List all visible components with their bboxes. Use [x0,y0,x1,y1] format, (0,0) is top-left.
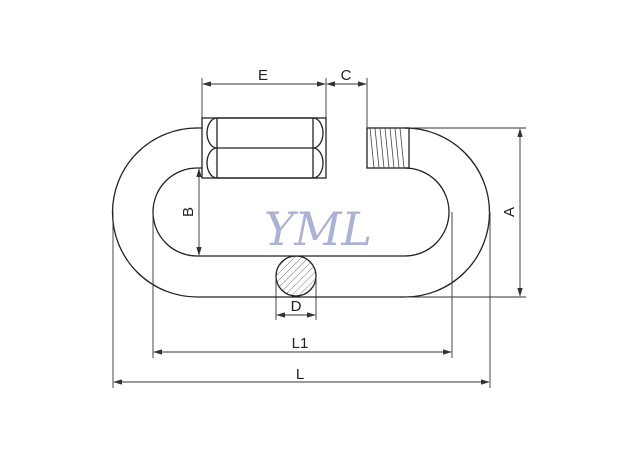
label-D: D [291,298,302,315]
sleeve-nut [201,117,327,179]
watermark-logo: YML [264,202,372,256]
label-L1: L1 [292,335,309,352]
label-C: C [341,67,352,84]
label-L: L [296,366,304,383]
extension-lines [112,78,526,388]
label-E: E [258,67,268,84]
label-A: A [501,207,518,217]
cross-section [275,255,317,297]
thread [366,127,410,169]
label-B: B [180,207,197,217]
